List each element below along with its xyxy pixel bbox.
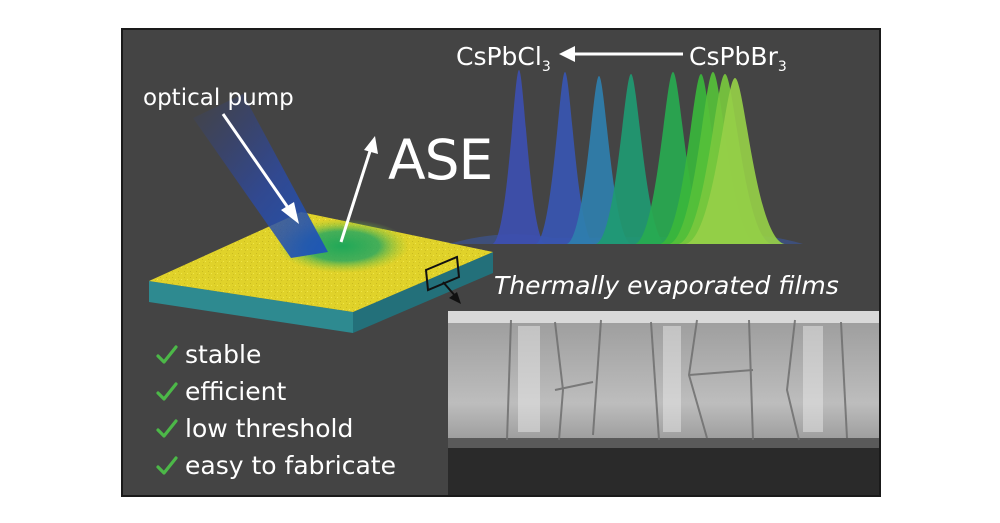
zoom-indicator [424,255,461,304]
cspbcl3-label: CsPbCl3 [456,42,551,75]
ase-spectrum [449,70,803,244]
ase-arrow [339,136,378,243]
pump-arrow [221,113,299,224]
checkmark-icon [155,343,179,367]
blueshift-arrow [559,46,683,62]
feature-item: efficient [155,373,396,410]
feature-item: easy to fabricate [155,447,396,484]
figure-panel: optical pump ASE CsPbCl3 CsPbBr3 Thermal… [121,28,881,497]
feature-list: stable efficient low threshold easy to f… [155,336,396,484]
feature-item: low threshold [155,410,396,447]
sem-cross-section [448,311,879,495]
films-caption: Thermally evaporated films [494,271,839,300]
perovskite-film [149,212,493,333]
feature-item: stable [155,336,396,373]
spectrum-peak [492,70,546,244]
film-side-front [149,281,353,333]
checkmark-icon [155,454,179,478]
ase-label: ASE [388,128,493,192]
spectrum-peak [685,78,785,244]
spectrum-peak [535,72,595,244]
checkmark-icon [155,380,179,404]
illustration [149,46,879,495]
cspbbr3-label: CsPbBr3 [689,42,787,75]
spectrum-peak [595,74,667,244]
checkmark-icon [155,417,179,441]
optical-pump-label: optical pump [143,85,294,111]
